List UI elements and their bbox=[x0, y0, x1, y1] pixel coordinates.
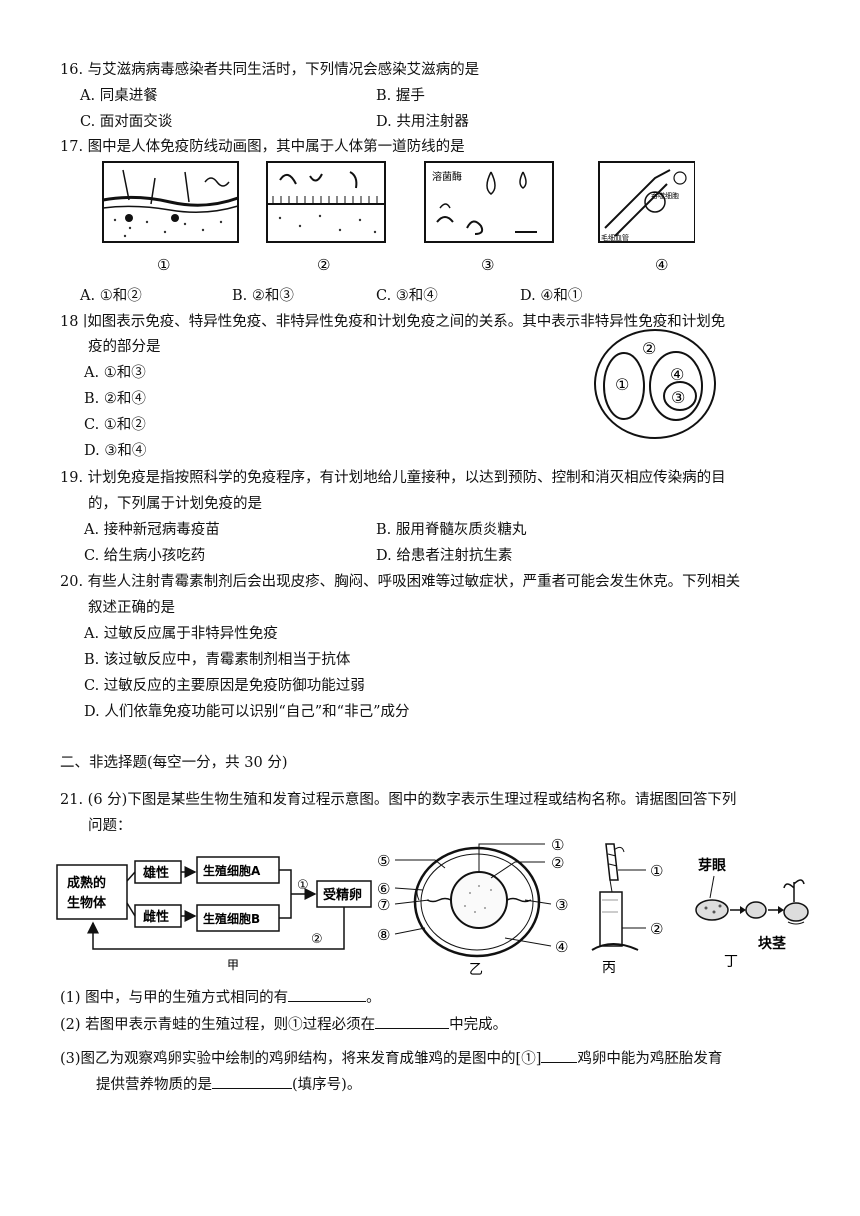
q18-option-b[interactable]: B. ②和④ bbox=[84, 391, 146, 407]
q18-stem-line2: 疫的部分是 bbox=[88, 339, 161, 355]
q21-stem-line2: 问题： bbox=[88, 818, 132, 834]
jia-caption: 甲 bbox=[227, 958, 239, 972]
q21-sub3-text: (3)图乙为观察鸡卵实验中绘制的鸡卵结构，将来发育成雏鸡的是图中的[①] bbox=[60, 1051, 542, 1067]
q21-sub3-line2-text: 提供营养物质的是 bbox=[96, 1077, 212, 1093]
q18-option-d[interactable]: D. ③和④ bbox=[84, 443, 147, 459]
q21-sub3-line2-end: (填序号)。 bbox=[292, 1077, 362, 1093]
yi-label-2: ② bbox=[551, 854, 564, 872]
q18-stem-line1: 18 ∣如图表示免疫、特异性免疫、非特异性免疫和计划免疫之间的关系。其中表示非特… bbox=[60, 314, 726, 330]
yi-label-1: ① bbox=[551, 838, 564, 854]
q20-stem-line1: 20. 有些人注射青霉素制剂后会出现皮疹、胸闷、呼吸困难等过敏症状，严重者可能会… bbox=[60, 574, 741, 590]
q17-panel-label-3: ③ bbox=[481, 256, 494, 274]
jia-organism-line2: 生物体 bbox=[67, 895, 107, 911]
yi-label-7: ⑦ bbox=[377, 896, 390, 914]
q21-sub2-end: 中完成。 bbox=[449, 1017, 508, 1033]
q19-stem-line2: 的，下列属于计划免疫的是 bbox=[88, 496, 262, 512]
q17-option-c[interactable]: C. ③和④ bbox=[376, 288, 438, 304]
bing-label-1: ① bbox=[650, 862, 663, 880]
jia-cell-a-label: 生殖细胞A bbox=[203, 863, 261, 878]
q17-option-b[interactable]: B. ②和③ bbox=[232, 288, 294, 304]
q17-stem: 17. 图中是人体免疫防线动画图，其中属于人体第一道防线的是 bbox=[60, 139, 465, 155]
q20-option-b[interactable]: B. 该过敏反应中，青霉素制剂相当于抗体 bbox=[84, 652, 351, 668]
q21-sub3-line2: 提供营养物质的是 (填序号)。 bbox=[96, 1073, 361, 1094]
q16-stem: 16. 与艾滋病病毒感染者共同生活时，下列情况会感染艾滋病的是 bbox=[60, 62, 480, 78]
q21-figure-ding: 芽眼 块茎 丁 bbox=[695, 857, 809, 970]
q18-label-2: ② bbox=[642, 339, 656, 358]
q17-panel4-text-2: 毛细血管 bbox=[601, 233, 629, 242]
q19-option-a[interactable]: A. 接种新冠病毒疫苗 bbox=[84, 522, 220, 538]
jia-male-label: 雄性 bbox=[142, 865, 169, 881]
q21-sub2-text: (2) 若图甲表示青蛙的生殖过程，则①过程必须在 bbox=[60, 1017, 376, 1033]
q19-stem-line1: 19. 计划免疫是指按照科学的免疫程序，有计划地给儿童接种，以达到预防、控制和消… bbox=[60, 470, 726, 486]
q20-option-a[interactable]: A. 过敏反应属于非特异性免疫 bbox=[84, 626, 278, 642]
q21-sub1-text: (1) 图中，与甲的生殖方式相同的有 bbox=[60, 990, 289, 1006]
q17-panel-label-2: ② bbox=[317, 256, 330, 274]
q21-sub3-line1: (3)图乙为观察鸡卵实验中绘制的鸡卵结构，将来发育成雏鸡的是图中的[①] 鸡卵中能… bbox=[60, 1047, 722, 1068]
q21-sub2: (2) 若图甲表示青蛙的生殖过程，则①过程必须在 中完成。 bbox=[60, 1013, 507, 1034]
jia-zygote-label: 受精卵 bbox=[323, 887, 362, 903]
q17-panel3-text: 溶菌酶 bbox=[432, 170, 462, 183]
q21-figure-bing: ① ② 丙 bbox=[591, 843, 663, 976]
section2-title: 二、非选择题(每空一分，共 30 分) bbox=[60, 755, 288, 771]
jia-process-1: ① bbox=[297, 878, 309, 893]
yi-label-8: ⑧ bbox=[377, 926, 390, 944]
q21-sub2-blank[interactable] bbox=[375, 1014, 450, 1029]
q21-figure-yi: ① ② ③ ④ ⑤ ⑥ ⑦ ⑧ 乙 bbox=[377, 838, 568, 978]
q19-option-b[interactable]: B. 服用脊髓灰质炎糖丸 bbox=[376, 522, 527, 538]
q21-figure-jia: 成熟的 生物体 雄性 雌性 生殖细胞A 生殖细胞B 受精卵 ① ② 甲 bbox=[56, 856, 372, 972]
bing-label-2: ② bbox=[650, 920, 663, 938]
q17-option-d[interactable]: D. ④和① bbox=[520, 288, 583, 304]
q18-option-c[interactable]: C. ①和② bbox=[84, 417, 146, 433]
q21-sub1-blank[interactable] bbox=[288, 987, 367, 1002]
jia-cell-b-label: 生殖细胞B bbox=[203, 911, 260, 926]
ding-caption: 丁 bbox=[724, 954, 738, 970]
q17-panel-4: 吞噬细胞 毛细血管 bbox=[598, 161, 695, 243]
q17-option-a[interactable]: A. ①和② bbox=[80, 288, 142, 304]
q16-option-d[interactable]: D. 共用注射器 bbox=[376, 114, 469, 130]
q18-option-a[interactable]: A. ①和③ bbox=[84, 365, 146, 381]
q17-panel-1 bbox=[102, 161, 239, 243]
q17-panel-3: 溶菌酶 bbox=[424, 161, 554, 243]
q19-option-c[interactable]: C. 给生病小孩吃药 bbox=[84, 548, 206, 564]
jia-female-label: 雌性 bbox=[143, 909, 169, 925]
q21-sub3-blank-1[interactable] bbox=[541, 1048, 578, 1063]
yi-caption: 乙 bbox=[469, 962, 483, 978]
q17-defense-figure: 溶菌酶 吞噬细胞 毛细血管 ① ② ③ ④ bbox=[102, 161, 695, 274]
yi-label-6: ⑥ bbox=[377, 880, 390, 898]
q21-sub1: (1) 图中，与甲的生殖方式相同的有 。 bbox=[60, 986, 381, 1007]
q18-venn-diagram: ② ① ④ ③ bbox=[594, 329, 716, 439]
q21-sub1-end: 。 bbox=[366, 990, 381, 1006]
q19-option-d[interactable]: D. 给患者注射抗生素 bbox=[376, 548, 513, 564]
q20-option-d[interactable]: D. 人们依靠免疫功能可以识别“自己”和“非己”成分 bbox=[84, 704, 410, 720]
q21-stem-line1: 21. (6 分)下图是某些生物生殖和发育过程示意图。图中的数字表示生理过程或结… bbox=[60, 792, 737, 808]
yi-yolk bbox=[450, 871, 508, 929]
q21-sub3-mid: 鸡卵中能为鸡胚胎发育 bbox=[577, 1051, 723, 1067]
yi-label-4: ④ bbox=[555, 938, 568, 956]
q17-panel-label-4: ④ bbox=[655, 256, 668, 274]
q20-stem-line2: 叙述正确的是 bbox=[88, 600, 175, 616]
jia-organism-box bbox=[56, 864, 128, 920]
q21-sub3-blank-2[interactable] bbox=[212, 1074, 292, 1089]
jia-organism-line1: 成熟的 bbox=[67, 875, 106, 891]
q18-label-1: ① bbox=[615, 375, 629, 394]
q17-panel4-text-1: 吞噬细胞 bbox=[651, 191, 679, 200]
bing-scion bbox=[605, 843, 619, 881]
bing-caption: 丙 bbox=[602, 960, 616, 976]
q16-option-c[interactable]: C. 面对面交谈 bbox=[80, 114, 173, 130]
yi-label-3: ③ bbox=[555, 896, 568, 914]
q17-panel-label-1: ① bbox=[157, 256, 170, 274]
q17-panel-2 bbox=[266, 161, 386, 243]
ding-tuber-label: 块茎 bbox=[758, 935, 786, 952]
jia-process-2: ② bbox=[311, 932, 323, 947]
q20-option-c[interactable]: C. 过敏反应的主要原因是免疫防御功能过弱 bbox=[84, 678, 365, 694]
bing-stock bbox=[599, 891, 623, 947]
ding-bud-label: 芽眼 bbox=[698, 857, 726, 874]
q16-option-a[interactable]: A. 同桌进餐 bbox=[80, 88, 158, 104]
q16-option-b[interactable]: B. 握手 bbox=[376, 88, 425, 104]
q18-label-4: ④ bbox=[670, 365, 684, 384]
yi-label-5: ⑤ bbox=[377, 852, 390, 870]
q18-label-3: ③ bbox=[671, 388, 685, 407]
